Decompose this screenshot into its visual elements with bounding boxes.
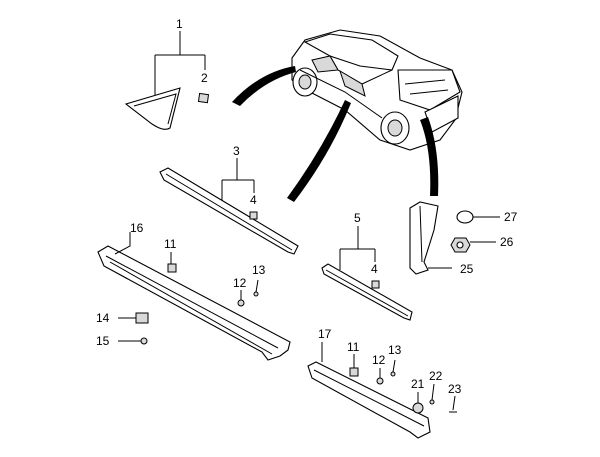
part-11-clip-a	[167, 252, 177, 273]
part-21-grommet	[412, 392, 424, 414]
callout-4a: 4	[250, 193, 257, 207]
part-16-rocker-cover	[97, 232, 291, 361]
part-22-pin	[429, 383, 435, 405]
callout-16: 16	[130, 221, 144, 235]
part-5-moulding	[321, 263, 413, 321]
leader-3	[221, 158, 255, 200]
callout-17: 17	[318, 327, 332, 341]
callout-25: 25	[460, 262, 474, 276]
callout-5: 5	[354, 211, 361, 225]
part-12-screw-b	[376, 368, 384, 385]
part-12-screw-a	[237, 290, 245, 307]
part-13-screw-b	[390, 359, 396, 377]
callout-3: 3	[233, 144, 240, 158]
pointer-arrows	[232, 66, 439, 202]
part-4-clip-a	[249, 211, 258, 220]
callout-1: 1	[176, 17, 183, 31]
leader-1	[154, 31, 206, 95]
part-2-clip	[197, 92, 210, 104]
callout-27: 27	[504, 210, 518, 224]
part-15-screw	[118, 337, 148, 345]
callout-23: 23	[448, 382, 462, 396]
part-17-rocker-cover	[307, 342, 431, 439]
callout-14: 14	[96, 311, 110, 325]
part-26-nut	[450, 237, 496, 253]
part-11-clip-b	[349, 354, 359, 377]
callout-15: 15	[96, 334, 110, 348]
callout-11a: 11	[164, 237, 177, 251]
callout-12a: 12	[233, 276, 247, 290]
leader-5	[339, 226, 376, 270]
callout-2: 2	[201, 71, 208, 85]
callout-21: 21	[411, 377, 425, 391]
callout-26: 26	[500, 235, 514, 249]
part-23-screw	[449, 395, 457, 413]
part-14-clip	[118, 312, 149, 324]
callout-22: 22	[429, 369, 443, 383]
part-3-moulding	[159, 167, 299, 255]
callout-4b: 4	[371, 262, 378, 276]
part-13-screw-a	[253, 279, 259, 297]
vehicle-illustration	[291, 29, 463, 151]
part-25-pillar-trim	[409, 201, 452, 275]
part-27-ring	[456, 210, 500, 224]
part-1-trim-triangle	[124, 87, 181, 130]
callout-13b: 13	[388, 343, 402, 357]
callout-12b: 12	[372, 353, 386, 367]
callout-13a: 13	[252, 263, 266, 277]
part-4-clip-b	[371, 280, 380, 289]
callout-11b: 11	[347, 340, 360, 354]
